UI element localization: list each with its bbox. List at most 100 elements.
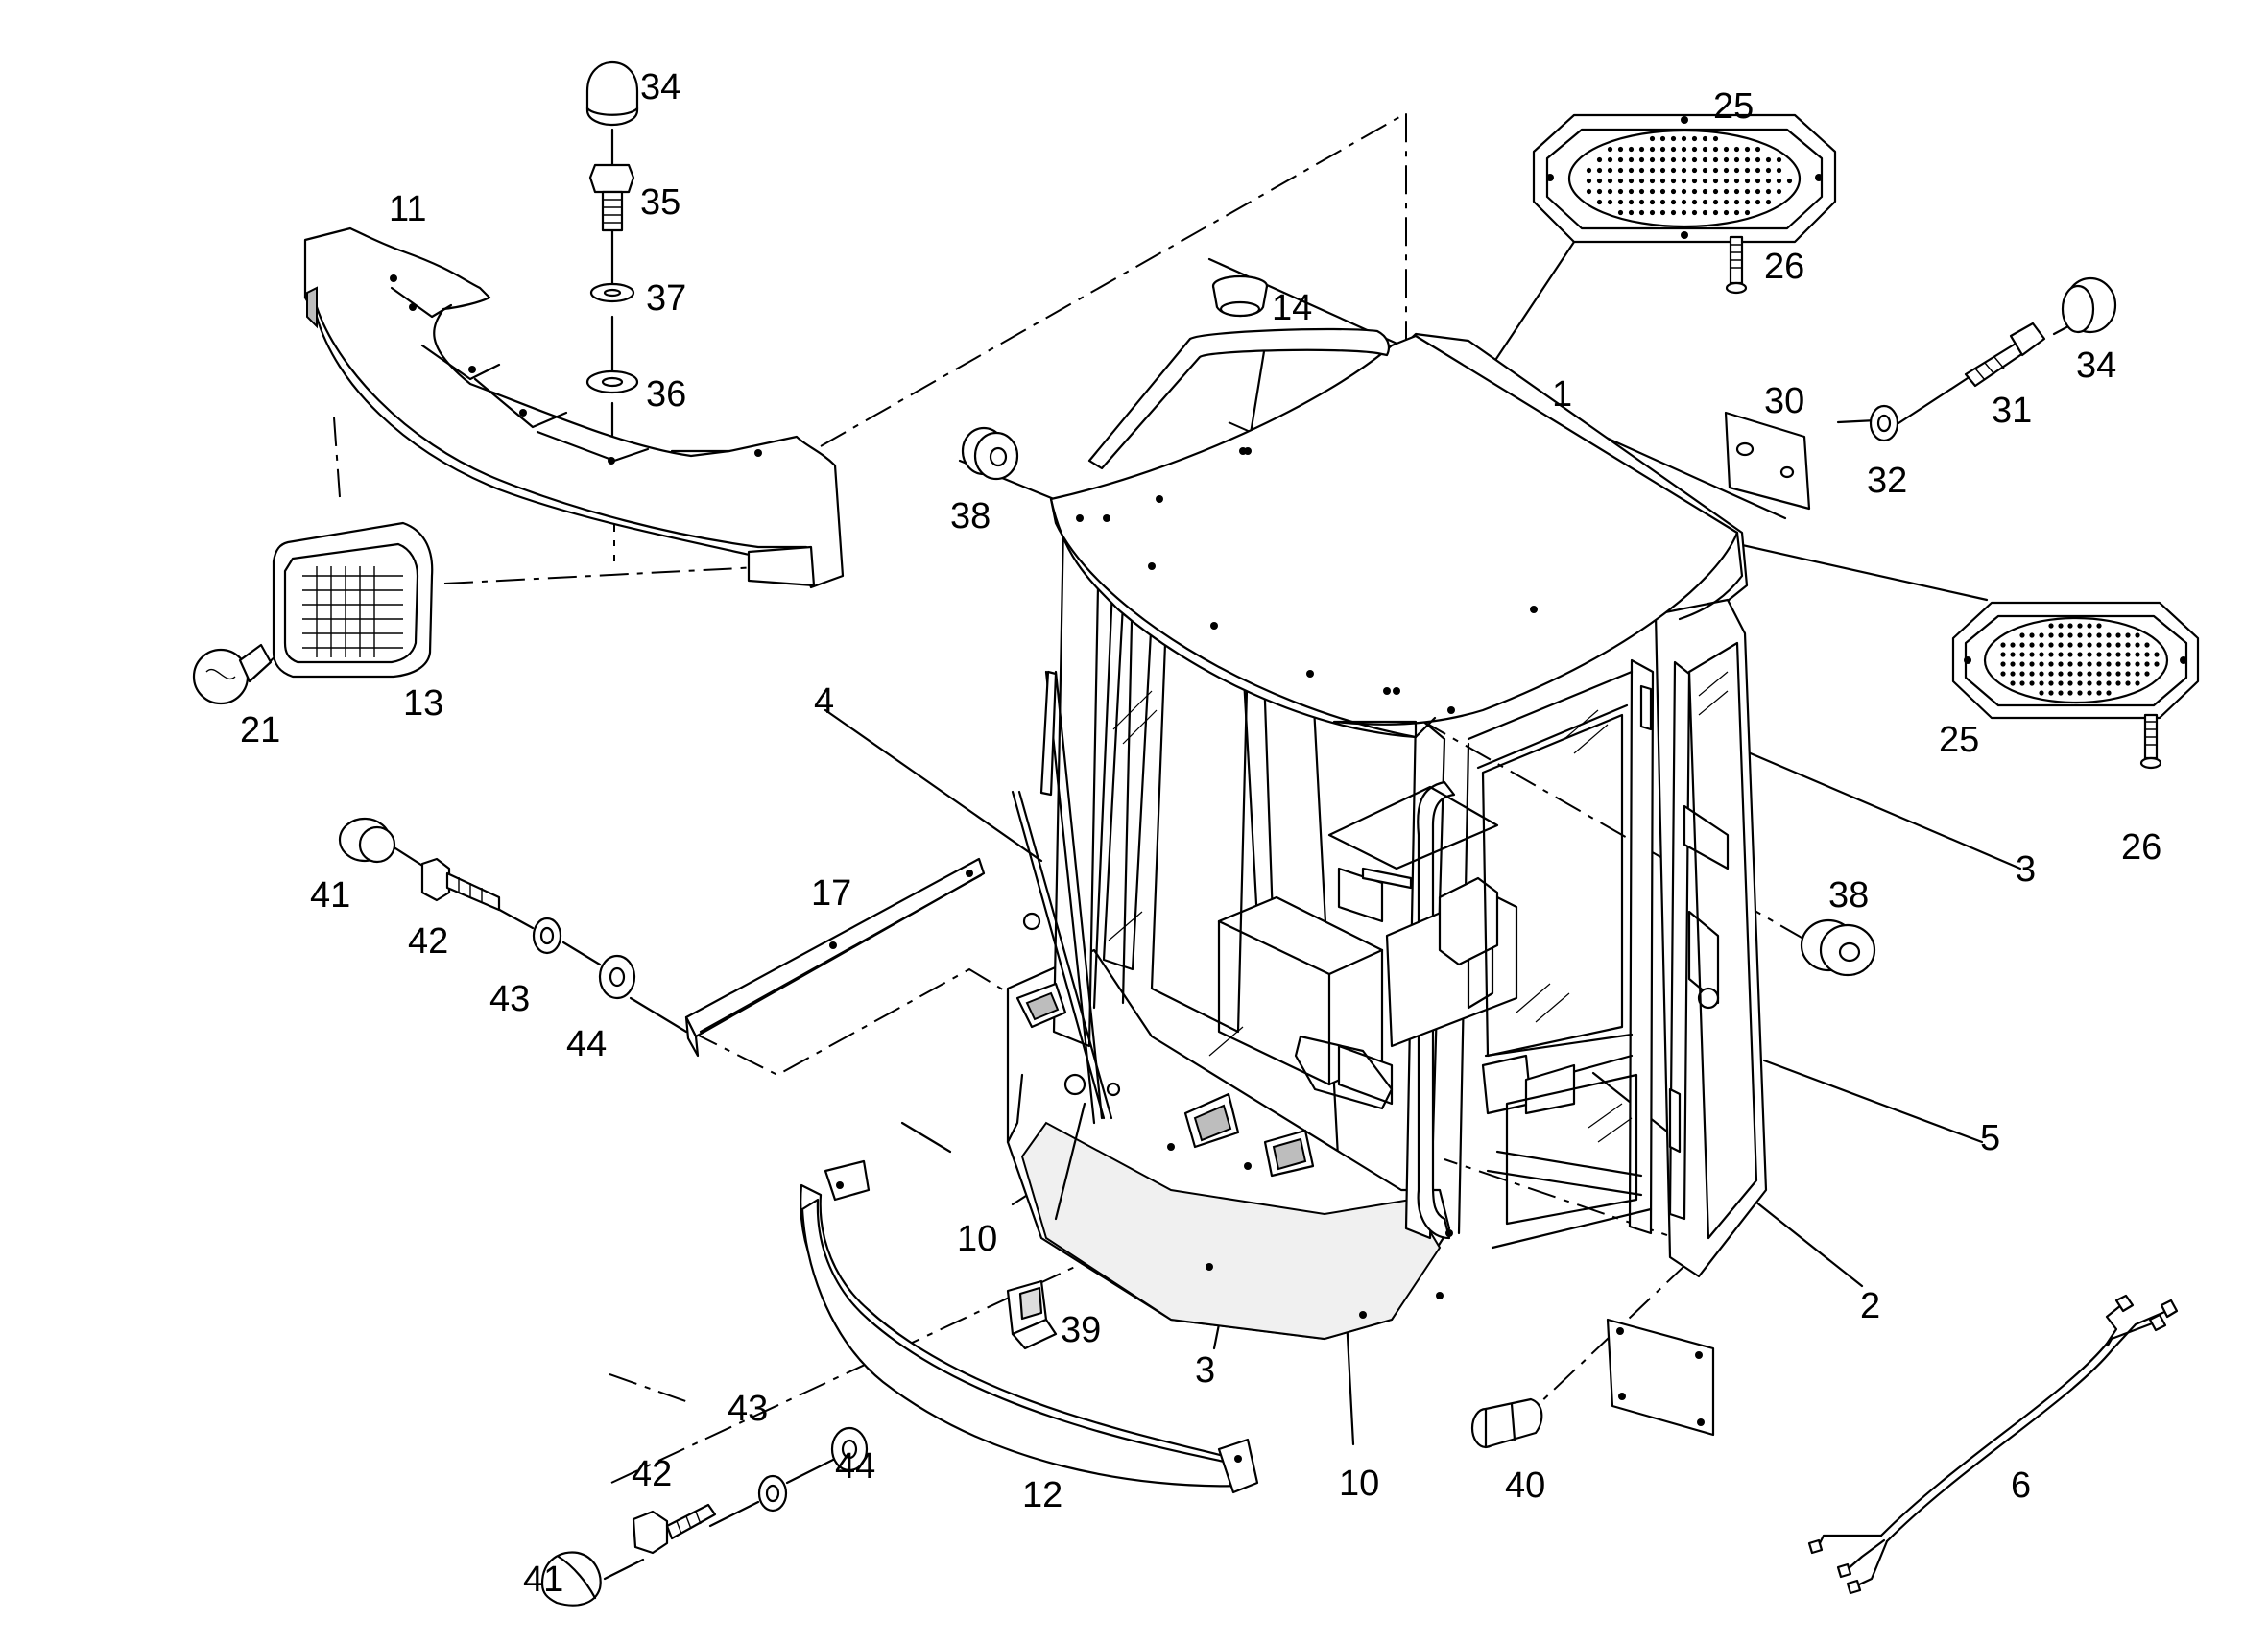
- grille-hole: [1628, 188, 1635, 195]
- grille-hole: [2039, 671, 2044, 677]
- callout-42: 42: [408, 921, 448, 962]
- grille-hole: [1586, 167, 1592, 174]
- grille-hole: [2029, 671, 2035, 677]
- grille-hole: [2019, 680, 2025, 686]
- grille-hole: [1744, 188, 1751, 195]
- grille-hole: [1691, 199, 1698, 205]
- plug: [1470, 1397, 1543, 1449]
- grille-hole: [1607, 156, 1613, 163]
- grille-hole: [2115, 642, 2121, 648]
- grille-hole: [2058, 642, 2064, 648]
- grille-hole: [1628, 156, 1635, 163]
- grille-hole: [2067, 642, 2073, 648]
- callout-31: 31: [1992, 391, 2032, 431]
- grille-hole: [2106, 652, 2112, 657]
- grille-hole: [1702, 146, 1708, 153]
- grille-hole: [1744, 178, 1751, 184]
- cap-nut: [540, 1551, 602, 1607]
- grille-hole: [1765, 188, 1772, 195]
- grille-hole: [1702, 199, 1708, 205]
- grille-hole: [2048, 661, 2054, 667]
- grille-hole: [2087, 642, 2092, 648]
- grille-hole: [2096, 632, 2102, 638]
- front-bumper-strip: [800, 1159, 1259, 1494]
- grille-hole: [2000, 652, 2006, 657]
- grille-hole: [1607, 188, 1613, 195]
- grille-hole: [1649, 178, 1656, 184]
- grille-hole: [1712, 146, 1719, 153]
- grommet: [961, 426, 1019, 481]
- grille-hole: [1607, 199, 1613, 205]
- callout-42: 42: [632, 1454, 672, 1494]
- callout-39: 39: [1061, 1310, 1101, 1350]
- grille-hole: [2106, 661, 2112, 667]
- grille-hole: [1765, 199, 1772, 205]
- grille-hole: [2096, 652, 2102, 657]
- grille-hole: [1681, 209, 1687, 216]
- grille-hole: [1649, 199, 1656, 205]
- grille-hole: [1723, 167, 1730, 174]
- grille-hole: [2125, 642, 2131, 648]
- grille-hole: [2125, 632, 2131, 638]
- grille-hole: [2058, 632, 2064, 638]
- grille-hole: [2106, 690, 2112, 696]
- grille-hole: [2125, 680, 2131, 686]
- grille-hole: [1733, 199, 1740, 205]
- grille-hole: [2135, 661, 2140, 667]
- grille-hole: [1659, 188, 1666, 195]
- grille-hole: [2048, 652, 2054, 657]
- grille-hole: [1702, 188, 1708, 195]
- grille-hole: [2039, 652, 2044, 657]
- grille-hole: [1638, 178, 1645, 184]
- grille-hole: [2039, 642, 2044, 648]
- grille-hole: [1607, 178, 1613, 184]
- callout-43: 43: [728, 1389, 768, 1429]
- grille-hole: [2096, 661, 2102, 667]
- grille-hole: [2144, 642, 2150, 648]
- grille-hole: [1712, 167, 1719, 174]
- grille-hole: [1776, 167, 1782, 174]
- grille-hole: [2010, 671, 2016, 677]
- grille-hole: [1659, 167, 1666, 174]
- grille-hole: [1733, 156, 1740, 163]
- grille-hole: [1712, 209, 1719, 216]
- grille-hole: [2077, 642, 2083, 648]
- grille-hole: [1617, 199, 1624, 205]
- grille-hole: [1670, 199, 1677, 205]
- grille-hole: [1733, 209, 1740, 216]
- mount-plate: [1724, 411, 1811, 511]
- roof-panel: [1049, 327, 1744, 739]
- callout-38: 38: [1828, 875, 1869, 916]
- grille-hole: [1670, 167, 1677, 174]
- callout-3: 3: [2016, 849, 2036, 890]
- trim-strip: [684, 857, 986, 1058]
- grille-hole: [1733, 188, 1740, 195]
- grille-hole: [2029, 652, 2035, 657]
- beacon-mount-stack: [585, 60, 639, 394]
- grille-hole: [1702, 178, 1708, 184]
- screw: [2139, 713, 2162, 770]
- grille-hole: [2067, 680, 2073, 686]
- grille-hole: [1638, 199, 1645, 205]
- callout-17: 17: [811, 873, 851, 914]
- grille-hole: [2115, 680, 2121, 686]
- grille-hole: [2106, 642, 2112, 648]
- grille-hole: [2010, 642, 2016, 648]
- callout-5: 5: [1980, 1118, 2000, 1158]
- grille-hole: [1649, 167, 1656, 174]
- grille-hole: [1638, 156, 1645, 163]
- grille-hole: [1733, 178, 1740, 184]
- grille-hole: [2039, 661, 2044, 667]
- light-bracket-bar: [303, 226, 845, 589]
- callout-2: 2: [1860, 1286, 1880, 1326]
- grille-hole: [2010, 661, 2016, 667]
- grille-hole: [2087, 661, 2092, 667]
- callout-21: 21: [240, 710, 280, 751]
- grille-hole: [2019, 642, 2025, 648]
- grille-hole: [2077, 680, 2083, 686]
- grille-hole: [1744, 146, 1751, 153]
- grille-hole: [1744, 209, 1751, 216]
- grille-hole: [2029, 661, 2035, 667]
